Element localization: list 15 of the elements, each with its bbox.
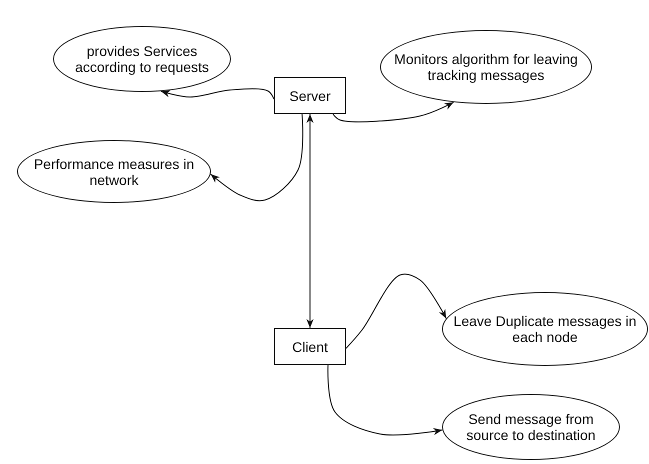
node-label: Monitors algorithm for leaving tracking messages <box>393 51 579 83</box>
arrow <box>160 88 274 100</box>
node-label: Send message from source to destination <box>465 411 597 443</box>
arrow <box>210 114 304 202</box>
arrow <box>306 114 314 328</box>
node-label: Leave Duplicate messages in each node <box>452 313 638 345</box>
entity-box <box>274 328 346 365</box>
node-label: provides Services according to requests <box>74 43 210 75</box>
node-label: Client <box>291 338 329 354</box>
entity-box <box>274 77 346 114</box>
arrow <box>346 274 447 349</box>
arrow <box>327 364 443 436</box>
node-label: Performance measures in network <box>32 156 196 188</box>
arrow <box>332 102 454 122</box>
node-label: Server <box>288 88 332 104</box>
